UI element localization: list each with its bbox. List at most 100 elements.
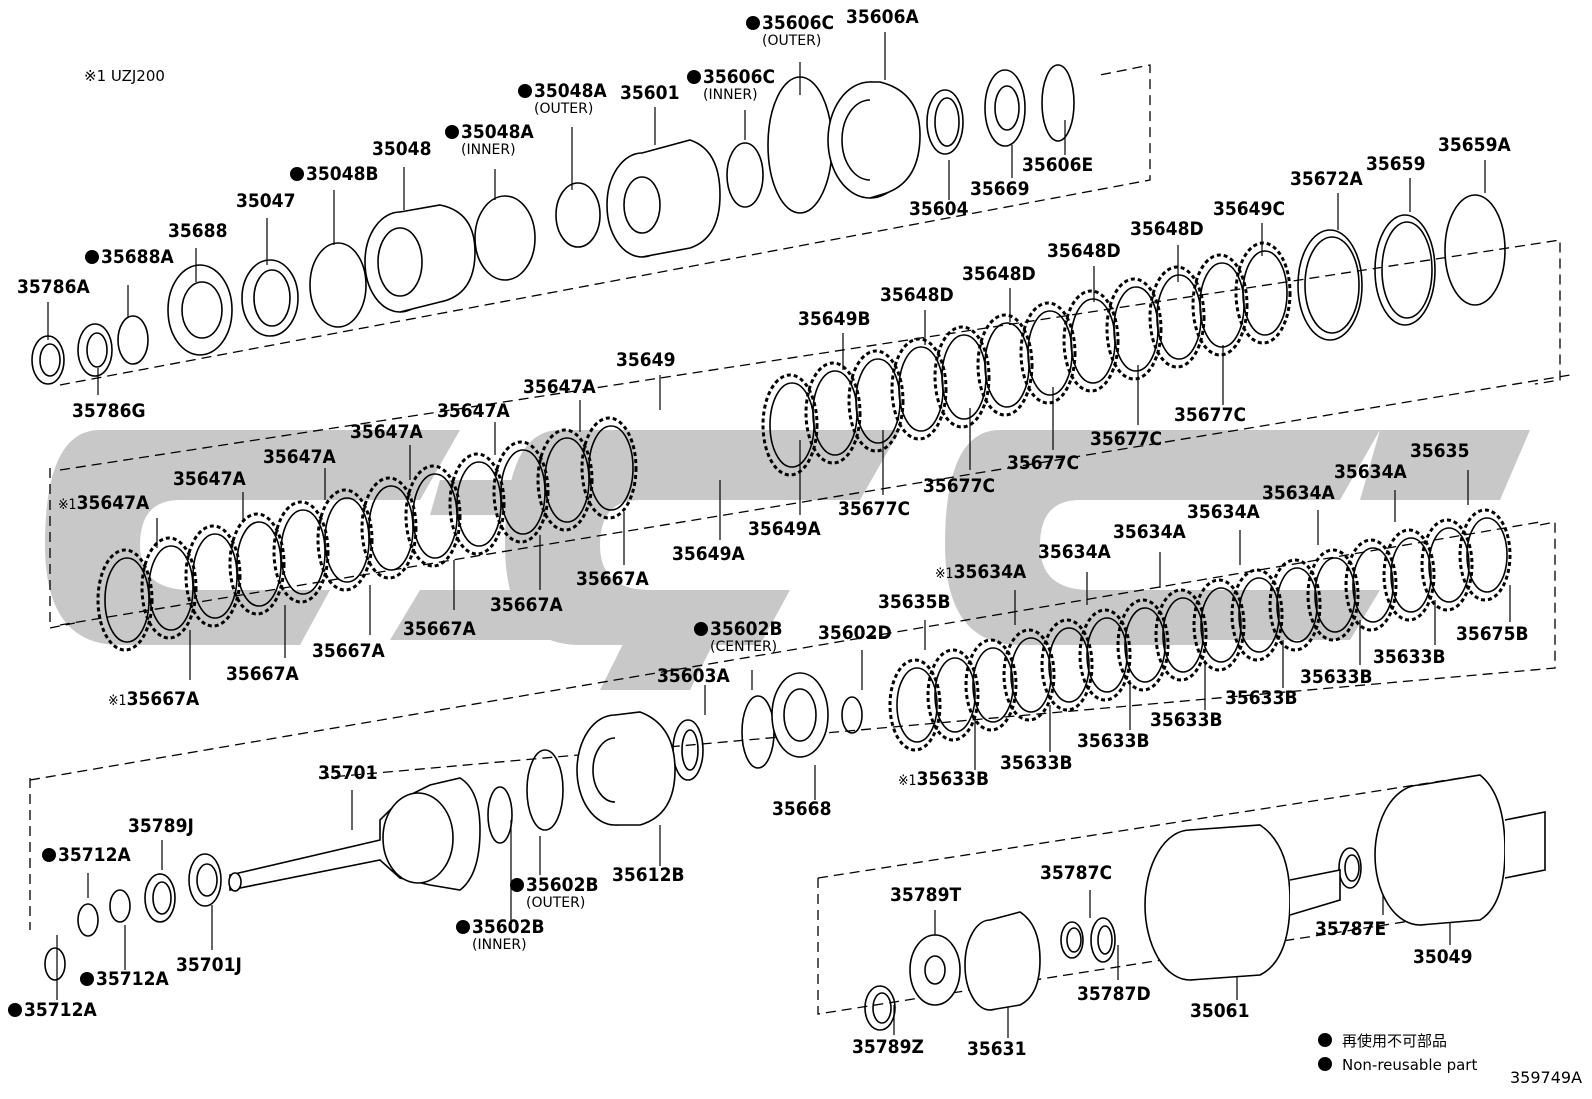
- part-label-35048A-outer[interactable]: 35048A: [518, 82, 607, 101]
- part-label-35647A-4[interactable]: 35647A: [350, 423, 423, 442]
- part-label-35647A-2[interactable]: 35647A: [173, 470, 246, 489]
- part-number: 35648D: [880, 284, 954, 306]
- part-label-35667A-2[interactable]: 35667A: [226, 665, 299, 684]
- part-label-35633B-1[interactable]: 35633B: [1373, 648, 1446, 667]
- part-label-35787D[interactable]: 35787D: [1077, 985, 1151, 1004]
- part-label-35787C[interactable]: 35787C: [1040, 864, 1112, 883]
- part-label-35048[interactable]: 35048: [372, 140, 431, 159]
- part-label-35635[interactable]: 35635: [1410, 442, 1469, 461]
- part-label-35633B-6[interactable]: 35633B: [1000, 754, 1073, 773]
- part-label-35649A-1[interactable]: 35649A: [672, 545, 745, 564]
- ring-part-outline: [1041, 64, 1075, 142]
- part-label-35677C-2[interactable]: 35677C: [1090, 430, 1162, 449]
- ring-part-outline: [1338, 847, 1362, 889]
- part-label-35048B[interactable]: 35048B: [290, 165, 379, 184]
- part-label-35606A[interactable]: 35606A: [846, 8, 919, 27]
- part-label-35649C[interactable]: 35649C: [1213, 200, 1285, 219]
- part-label-35669[interactable]: 35669: [970, 180, 1029, 199]
- part-label-35635B[interactable]: 35635B: [878, 593, 951, 612]
- part-label-35606E[interactable]: 35606E: [1022, 156, 1093, 175]
- part-label-35634A-3[interactable]: 35634A: [1187, 503, 1260, 522]
- part-label-35667A-1[interactable]: ※135667A: [108, 690, 199, 709]
- part-label-35048A-inner[interactable]: 35048A: [445, 123, 534, 142]
- part-number: 35048B: [306, 163, 379, 185]
- ring-part-outline: [1306, 548, 1360, 642]
- part-label-35647A-5[interactable]: 35647A: [437, 402, 510, 421]
- part-label-35634A-5[interactable]: 35634A: [1038, 543, 1111, 562]
- part-label-35712A-2[interactable]: 35712A: [80, 970, 169, 989]
- part-label-35647A-6[interactable]: 35647A: [523, 378, 596, 397]
- part-label-35648D-2[interactable]: 35648D: [1047, 242, 1121, 261]
- part-label-35667A-3[interactable]: 35667A: [312, 642, 385, 661]
- part-label-35787E[interactable]: 35787E: [1315, 920, 1386, 939]
- part-label-35049[interactable]: 35049: [1413, 948, 1472, 967]
- part-number: 35688A: [101, 246, 174, 268]
- part-label-35701J[interactable]: 35701J: [176, 956, 242, 975]
- part-label-35604[interactable]: 35604: [909, 200, 968, 219]
- part-label-35634A-6[interactable]: ※135634A: [935, 563, 1026, 582]
- part-label-35612B[interactable]: 35612B: [612, 866, 685, 885]
- part-label-35634A-4[interactable]: 35634A: [1113, 523, 1186, 542]
- part-label-35786G[interactable]: 35786G: [72, 402, 146, 421]
- ring-part-outline: [580, 416, 638, 520]
- part-label-35603A[interactable]: 35603A: [657, 667, 730, 686]
- part-label-35633B-3[interactable]: 35633B: [1225, 689, 1298, 708]
- part-label-35649A-2[interactable]: 35649A: [748, 520, 821, 539]
- part-label-35648D-1[interactable]: 35648D: [1130, 220, 1204, 239]
- part-label-35677C-1[interactable]: 35677C: [1174, 406, 1246, 425]
- part-label-35677C-5[interactable]: 35677C: [838, 500, 910, 519]
- part-label-35606C-outer[interactable]: 35606C: [746, 14, 834, 33]
- part-label-35659A[interactable]: 35659A: [1438, 136, 1511, 155]
- part-label-35631[interactable]: 35631: [967, 1040, 1026, 1059]
- part-label-35634A-2[interactable]: 35634A: [1262, 484, 1335, 503]
- part-label-35668[interactable]: 35668: [772, 800, 831, 819]
- part-label-35047[interactable]: 35047: [236, 192, 295, 211]
- part-label-35701[interactable]: 35701: [318, 764, 377, 783]
- part-label-35712A-1[interactable]: 35712A: [42, 846, 131, 865]
- ring-part-inner: [1048, 627, 1090, 703]
- part-label-35688A[interactable]: 35688A: [85, 248, 174, 267]
- part-label-35606C-inner[interactable]: 35606C: [687, 68, 775, 87]
- part-label-35633B-7[interactable]: ※135633B: [898, 770, 989, 789]
- part-number: 35049: [1413, 946, 1473, 968]
- part-label-35675B[interactable]: 35675B: [1456, 625, 1529, 644]
- part-label-35602B-outer[interactable]: 35602B: [510, 876, 599, 895]
- part-label-35667A-5[interactable]: 35667A: [490, 596, 563, 615]
- part-number: 35667A: [312, 640, 385, 662]
- part-label-35647A-3[interactable]: 35647A: [263, 448, 336, 467]
- part-label-35677C-4[interactable]: 35677C: [923, 477, 995, 496]
- part-label-35677C-3[interactable]: 35677C: [1007, 454, 1079, 473]
- ring-part-outline: [888, 658, 942, 752]
- part-label-35602B-center[interactable]: 35602B: [694, 620, 783, 639]
- part-label-35672A[interactable]: 35672A: [1290, 170, 1363, 189]
- part-label-35061[interactable]: 35061: [1190, 1002, 1249, 1021]
- part-number: 35712A: [58, 844, 131, 866]
- part-label-35648D-4[interactable]: 35648D: [880, 286, 954, 305]
- ring-part-inner: [412, 473, 458, 559]
- part-label-35688[interactable]: 35688: [168, 222, 227, 241]
- ring-part-outline: [726, 142, 764, 208]
- ring-part-outline: [1019, 301, 1077, 405]
- part-label-35712A-3[interactable]: 35712A: [8, 1001, 97, 1020]
- part-label-35634A-1[interactable]: 35634A: [1334, 463, 1407, 482]
- part-label-35648D-3[interactable]: 35648D: [962, 265, 1036, 284]
- part-label-35633B-2[interactable]: 35633B: [1300, 668, 1373, 687]
- ring-part-outline: [184, 524, 242, 628]
- part-label-35601[interactable]: 35601: [620, 84, 679, 103]
- part-label-35789T[interactable]: 35789T: [890, 886, 961, 905]
- part-label-35667A-6[interactable]: 35667A: [576, 570, 649, 589]
- part-label-35633B-5[interactable]: 35633B: [1077, 732, 1150, 751]
- part-label-35789J[interactable]: 35789J: [128, 817, 194, 836]
- part-label-35659[interactable]: 35659: [1366, 155, 1425, 174]
- part-number: 35048A: [461, 121, 534, 143]
- ring-part-outline: [144, 873, 176, 923]
- part-label-35786A[interactable]: 35786A: [17, 278, 90, 297]
- part-label-35649[interactable]: 35649: [616, 351, 675, 370]
- part-label-35633B-4[interactable]: 35633B: [1150, 711, 1223, 730]
- part-label-35789Z[interactable]: 35789Z: [852, 1038, 924, 1057]
- part-label-35602D[interactable]: 35602D: [818, 624, 892, 643]
- part-label-35647A-1[interactable]: ※135647A: [58, 494, 149, 513]
- part-label-35602B-inner[interactable]: 35602B: [456, 918, 545, 937]
- part-label-35667A-4[interactable]: 35667A: [403, 620, 476, 639]
- part-label-35649B[interactable]: 35649B: [798, 310, 871, 329]
